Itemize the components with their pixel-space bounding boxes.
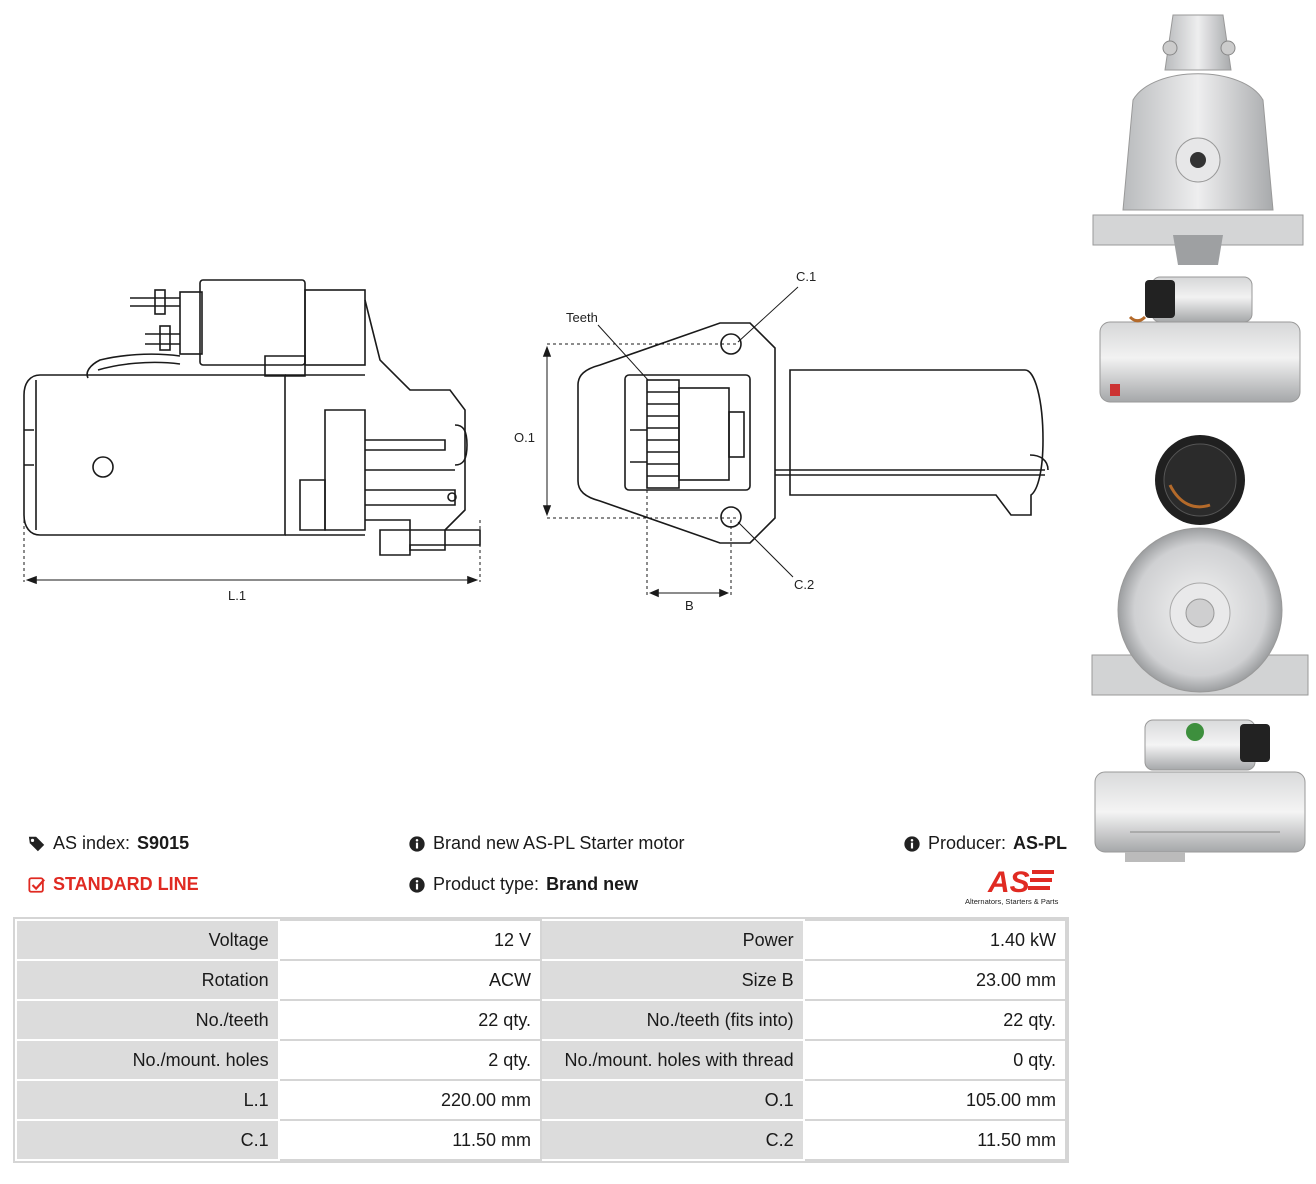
product-type: Product type: Brand new	[408, 874, 638, 895]
logo-text: AS	[987, 866, 1030, 899]
description: Brand new AS-PL Starter motor	[408, 833, 684, 854]
spec-key: O.1	[539, 1079, 805, 1121]
as-index: AS index: S9015	[28, 833, 189, 854]
spec-key: C.1	[15, 1119, 280, 1161]
spec-value: 2 qty.	[277, 1039, 542, 1081]
product-type-value: Brand new	[546, 874, 639, 894]
spec-value: 220.00 mm	[277, 1079, 542, 1121]
product-photo-rear	[1090, 435, 1310, 703]
spec-value: 11.50 mm	[277, 1119, 542, 1161]
spec-key: No./mount. holes	[15, 1039, 280, 1081]
check-square-icon	[28, 876, 46, 893]
label-teeth: Teeth	[566, 310, 598, 325]
spec-key: No./teeth (fits into)	[539, 999, 805, 1041]
label-b: B	[685, 598, 694, 613]
spec-key: Voltage	[15, 919, 280, 961]
spec-value: 11.50 mm	[802, 1119, 1068, 1161]
info-circle-icon	[409, 876, 425, 893]
spec-key: No./teeth	[15, 999, 280, 1041]
label-c1: C.1	[796, 269, 816, 284]
label-c2: C.2	[794, 577, 814, 592]
product-type-label: Product type:	[433, 874, 540, 894]
spec-key: Power	[539, 919, 805, 961]
spec-value: ACW	[277, 959, 542, 1001]
product-photo-front	[1088, 10, 1308, 265]
spec-key: L.1	[15, 1079, 280, 1121]
spec-value: 22 qty.	[802, 999, 1068, 1041]
label-o1: O.1	[514, 430, 535, 445]
label-l1: L.1	[228, 588, 246, 603]
logo-tagline: Alternators, Starters & Parts	[965, 897, 1059, 906]
spec-key: No./mount. holes with thread	[539, 1039, 805, 1081]
as-pl-logo: AS Alternators, Starters & Parts	[960, 862, 1070, 908]
info-circle-icon	[904, 835, 920, 852]
standard-line-text: STANDARD LINE	[53, 874, 199, 894]
description-text: Brand new AS-PL Starter motor	[433, 833, 685, 853]
spec-key: Size B	[539, 959, 805, 1001]
spec-value: 1.40 kW	[802, 919, 1068, 961]
info-circle-icon	[409, 835, 425, 852]
spec-value: 105.00 mm	[802, 1079, 1068, 1121]
spec-key: C.2	[539, 1119, 805, 1161]
producer-value: AS-PL	[1013, 833, 1067, 853]
side-view-drawing: L.1	[23, 279, 481, 603]
product-photo-top	[1090, 712, 1310, 867]
tags-icon	[28, 836, 45, 851]
spec-value: 23.00 mm	[802, 959, 1068, 1001]
spec-value: 22 qty.	[277, 999, 542, 1041]
spec-value: 0 qty.	[802, 1039, 1068, 1081]
producer-label: Producer:	[927, 833, 1006, 853]
as-index-label: AS index:	[53, 833, 131, 853]
as-index-value: S9015	[137, 833, 190, 853]
producer: Producer: AS-PL	[903, 833, 1067, 854]
standard-line: STANDARD LINE	[28, 874, 199, 895]
front-view-drawing: O.1 Teeth C.1 C.2 B	[514, 269, 1049, 613]
spec-key: Rotation	[15, 959, 280, 1001]
spec-value: 12 V	[277, 919, 542, 961]
product-photo-side	[1090, 272, 1310, 417]
